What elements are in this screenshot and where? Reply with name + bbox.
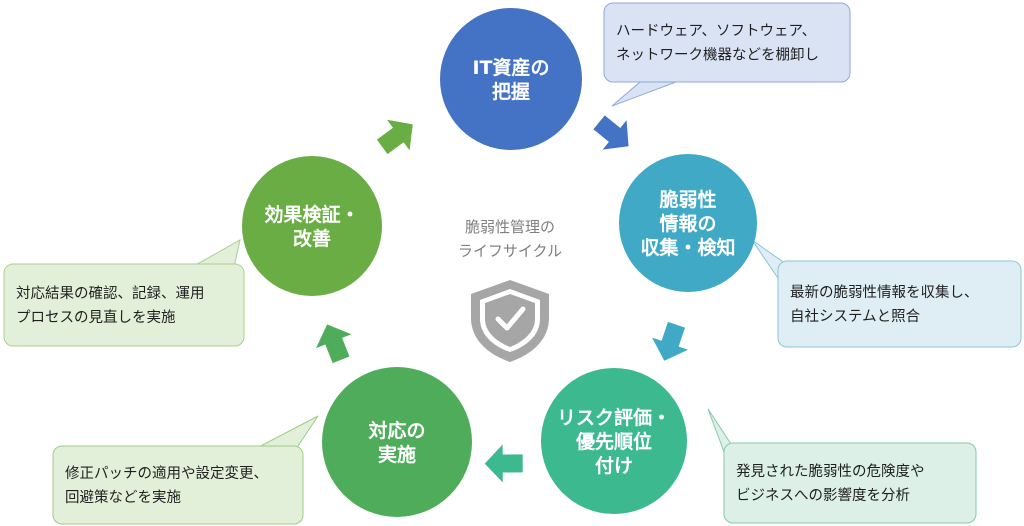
node-label-line: 脆弱性 — [658, 188, 716, 211]
flow-arrow-respond-to-verify — [316, 324, 352, 364]
callout-asset: ハードウェア、ソフトウェア、ネットワーク機器などを棚卸し — [603, 2, 851, 107]
flow-arrow-collect-to-risk — [652, 321, 689, 361]
callout-text-line: ネットワーク機器などを棚卸し — [616, 47, 819, 64]
callout-text-line: 修正パッチの適用や設定変更、 — [65, 464, 268, 482]
node-label-line: 優先順位 — [575, 430, 652, 453]
callout-text-line: ビジネスへの影響度を分析 — [736, 486, 910, 504]
node-label-line: 把握 — [492, 80, 530, 103]
node-label-line: 付け — [595, 454, 633, 477]
node-label-line: 情報の — [659, 212, 716, 235]
node-label-line: 効果検証・ — [264, 203, 359, 226]
node-circle — [440, 8, 582, 150]
callout-respond: 修正パッチの適用や設定変更、回避策などを実施 — [52, 415, 319, 525]
node-circle — [322, 367, 472, 517]
callout-text-line: 回避策などを実施 — [65, 489, 181, 506]
arrow-shape — [593, 115, 629, 150]
node-label-line: 実施 — [378, 443, 416, 466]
callout-text-line: プロセスの見直しを実施 — [16, 309, 176, 326]
center-title-line: ライフサイクル — [458, 242, 562, 260]
arrow-shape — [484, 444, 523, 483]
flow-arrow-asset-to-collect — [593, 115, 629, 150]
node-label-line: リスク評価・ — [557, 406, 671, 429]
node-label-line: 収集・検知 — [640, 236, 735, 259]
center-title-line: 脆弱性管理の — [465, 218, 555, 236]
callout-text-line: 最新の脆弱性情報を収集し、 — [790, 283, 979, 301]
arrow-shape — [652, 321, 689, 361]
callout-text-line: ハードウェア、ソフトウェア、 — [616, 23, 816, 40]
flow-arrow-risk-to-respond — [484, 444, 523, 483]
arrow-shape — [316, 324, 352, 364]
callout-box — [603, 2, 851, 83]
flow-arrow-verify-to-asset — [376, 119, 413, 155]
node-label-line: IT資産の — [472, 56, 549, 79]
arrow-shape — [376, 119, 413, 155]
node-circle — [619, 154, 757, 292]
shield-check-icon — [471, 280, 549, 362]
callout-box — [52, 445, 304, 525]
callout-box — [723, 442, 977, 524]
node-label-line: 改善 — [293, 227, 331, 250]
callout-text-line: 発見された脆弱性の危険度や — [736, 462, 925, 480]
callout-text-line: 自社システムと照合 — [790, 308, 921, 325]
node-verify: 効果検証・改善 — [242, 156, 382, 296]
callout-collect: 最新の脆弱性情報を収集し、自社システムと照合 — [751, 239, 1022, 348]
node-label-line: 対応の — [367, 419, 425, 442]
checkmark-icon — [495, 306, 526, 331]
callout-box — [3, 263, 245, 347]
node-circle — [242, 156, 382, 296]
node-circle — [541, 368, 687, 514]
callout-text-line: 対応結果の確認、記録、運用 — [16, 285, 205, 302]
callout-box — [777, 260, 1022, 348]
